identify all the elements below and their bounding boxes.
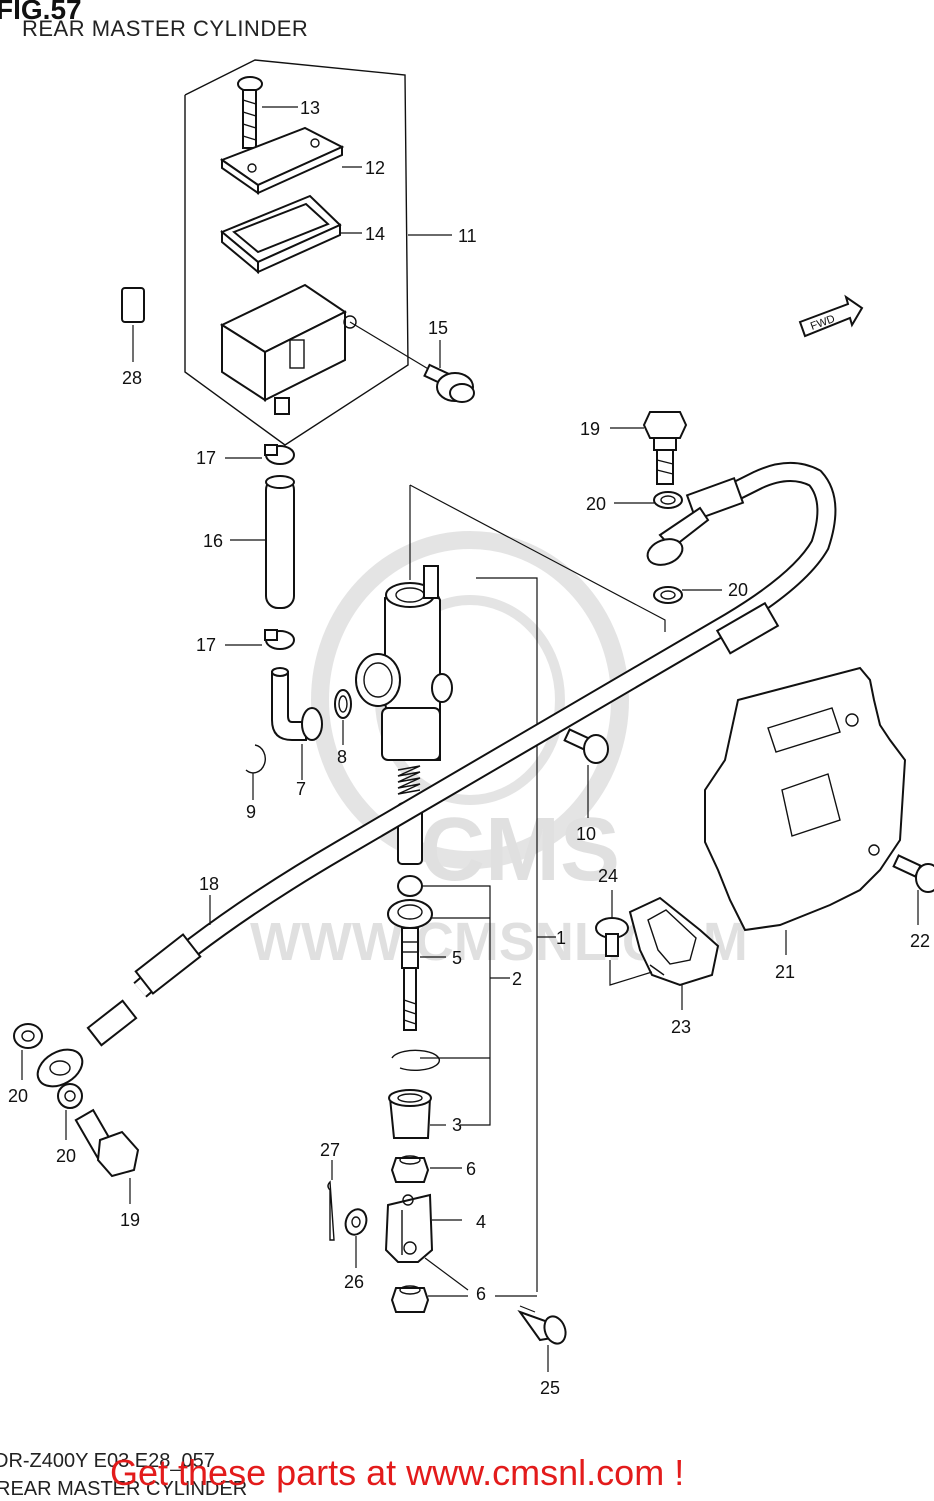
callout-21: 21 xyxy=(775,962,795,982)
callout-19-upper: 19 xyxy=(580,419,600,439)
footer-subtitle: REAR MASTER CYLINDER xyxy=(0,1478,248,1500)
callout-23: 23 xyxy=(671,1017,691,1037)
callout-14: 14 xyxy=(365,224,385,244)
reservoir-body xyxy=(219,283,431,415)
callout-17-upper: 17 xyxy=(196,448,216,468)
callout-22: 22 xyxy=(910,931,930,951)
part-6-nut-upper xyxy=(390,1155,462,1183)
callout-12: 12 xyxy=(365,158,385,178)
part-24-screw xyxy=(595,890,653,986)
callout-6-lower: 6 xyxy=(476,1284,486,1304)
callout-26: 26 xyxy=(344,1272,364,1292)
callout-3: 3 xyxy=(452,1115,462,1135)
diagram-title: REAR MASTER CYLINDER xyxy=(22,16,309,41)
callout-20-upper-b: 20 xyxy=(728,580,748,600)
part-2-seal-set xyxy=(387,875,490,929)
part-28-label-block xyxy=(121,287,145,362)
part-27-cotter-pin xyxy=(327,1160,335,1241)
callout-19-lower: 19 xyxy=(120,1210,140,1230)
part-7-elbow-fitting xyxy=(271,667,323,780)
part-9-circlip xyxy=(245,744,266,800)
part-21-master-cylinder-guard xyxy=(704,666,907,955)
part-6-nut-lower xyxy=(390,1257,537,1313)
part-15-bolt xyxy=(423,340,475,403)
part-3-dust-boot xyxy=(388,1089,446,1139)
callout-9: 9 xyxy=(246,802,256,822)
callout-7: 7 xyxy=(296,779,306,799)
callout-28: 28 xyxy=(122,368,142,388)
callout-11: 11 xyxy=(458,226,477,246)
part-20-washer-lower-a xyxy=(13,1023,43,1080)
part-18-brake-hose xyxy=(36,462,837,1088)
callout-17-lower: 17 xyxy=(196,635,216,655)
callout-4: 4 xyxy=(476,1212,486,1232)
watermark-logo: CMS xyxy=(420,800,620,900)
callout-24: 24 xyxy=(598,866,618,886)
part-16-hose xyxy=(230,475,295,609)
callout-16: 16 xyxy=(203,531,223,551)
part-25-clevis-pin xyxy=(517,1305,567,1372)
promo-link[interactable]: Get these parts at www.cmsnl.com ! xyxy=(110,1452,685,1493)
figure-number: FIG.57 xyxy=(0,0,82,25)
part-8-o-ring xyxy=(334,689,352,745)
part-20-washer-upper-b xyxy=(653,586,722,604)
callout-27: 27 xyxy=(320,1140,340,1160)
part-4-clevis xyxy=(384,1193,462,1263)
part-19-banjo-bolt-lower xyxy=(74,1108,140,1204)
part-10-bolt xyxy=(563,728,609,818)
callout-20-lower-b: 20 xyxy=(56,1146,76,1166)
callout-2: 2 xyxy=(512,969,522,989)
callout-13: 13 xyxy=(300,98,320,118)
callout-20-upper-a: 20 xyxy=(586,494,606,514)
part-20-washer-upper-a xyxy=(614,491,683,509)
callout-10: 10 xyxy=(576,824,596,844)
forward-arrow-icon: FWD xyxy=(798,294,864,338)
part-26-washer xyxy=(344,1208,368,1268)
part-20-washer-lower-b xyxy=(57,1083,83,1140)
part-14-diaphragm xyxy=(220,194,362,275)
part-22-bolt xyxy=(892,854,934,925)
callout-18: 18 xyxy=(199,874,219,894)
callout-6-upper: 6 xyxy=(466,1159,476,1179)
callout-25: 25 xyxy=(540,1378,560,1398)
part-23-bracket xyxy=(628,896,720,1010)
callout-20-lower-a: 20 xyxy=(8,1086,28,1106)
piston-spring xyxy=(397,765,421,795)
callout-8: 8 xyxy=(337,747,347,767)
push-rod-circlip xyxy=(391,1049,440,1072)
callout-5: 5 xyxy=(452,948,462,968)
callout-labels: 1 2 3 4 5 6 6 7 8 9 10 11 12 13 14 15 16… xyxy=(8,98,930,1398)
part-17-clamp-lower xyxy=(225,629,295,650)
part-5-push-rod xyxy=(401,927,446,1031)
part-19-banjo-bolt-upper xyxy=(610,411,688,485)
reservoir-assembly-box xyxy=(184,59,452,446)
part-17-clamp-upper xyxy=(225,444,295,465)
callout-15: 15 xyxy=(428,318,448,338)
assembly-leader-lines xyxy=(409,484,666,1292)
diagram-code: DR-Z400Y E03 E28_057 xyxy=(0,1450,215,1472)
master-cylinder-body xyxy=(355,565,453,761)
part-12-reservoir-cap xyxy=(219,126,362,195)
part-13-screw xyxy=(237,76,298,149)
callout-1: 1 xyxy=(556,928,566,948)
